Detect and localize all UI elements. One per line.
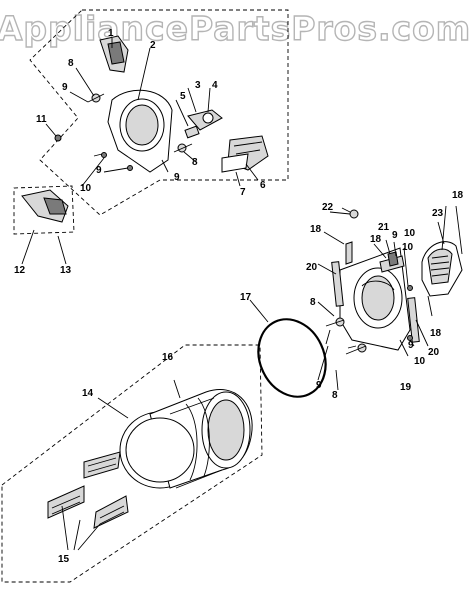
part-4-socket [202,112,214,124]
callout-3: 3 [195,80,201,91]
part-2-front-bulkhead [107,89,173,173]
part-17-belt [249,299,327,398]
callout-11: 11 [36,114,47,125]
leader-lines-front [45,38,259,187]
part-18-seal-b [345,241,353,265]
callout-18-b: 18 [370,234,382,245]
part-8-bearing-rear [335,317,345,327]
callout-9-a: 9 [62,82,68,93]
callout-18-d: 18 [430,328,442,339]
callout-labels: 1 2 3 4 5 6 7 8 9 11 8 9 9 10 12 13 22 1… [14,28,464,565]
callout-1: 1 [108,28,114,39]
part-13-hinge-plate [43,197,67,215]
callout-8-b: 8 [192,157,198,168]
callout-6: 6 [260,180,266,191]
part-10-screw-rear [407,285,413,291]
part-19-rear-bulkhead [339,247,411,351]
callout-8-c: 8 [310,297,316,308]
callout-9-e: 9 [408,340,414,351]
callout-9-d: 9 [392,230,398,241]
part-21-bracket [387,251,399,267]
callout-9-f: 9 [316,380,322,391]
callout-17: 17 [240,292,252,303]
callout-16: 16 [162,352,174,363]
callout-18-c: 18 [452,190,464,201]
callout-23: 23 [432,208,444,219]
part-5-switch [184,125,200,139]
part-11-grommet [54,134,62,142]
part-16-drum [119,379,253,489]
callout-21: 21 [378,222,390,233]
callout-8-a: 8 [68,58,74,69]
part-10-screw [101,152,107,158]
callout-9-c: 9 [96,165,102,176]
callout-5: 5 [180,91,186,102]
front-panel-group [29,9,289,216]
callout-12: 12 [14,265,26,276]
callout-20-b: 20 [428,347,440,358]
callout-15: 15 [58,554,70,565]
callout-10-a: 10 [80,183,92,194]
callout-10-c: 10 [402,242,414,253]
drum-group-boundary [1,344,263,583]
part-10-screw-b [127,165,133,171]
part-23-exhaust-duct [421,241,463,297]
part-15-baffles [47,451,129,529]
callout-10-b: 10 [404,228,416,239]
part-22-clip [349,209,359,219]
rear-panel-group [317,205,463,391]
leader-lines-drum [61,397,129,551]
callout-14: 14 [82,388,94,399]
watermark-text: AppliancePartsPros.com [0,9,469,48]
callout-4: 4 [212,80,218,91]
part-20-strip-right [407,297,420,343]
callout-22: 22 [322,202,334,213]
callout-20-a: 20 [306,262,318,273]
drum-group [1,344,263,583]
leader-lines-rear [317,205,463,391]
callout-8-d: 8 [332,390,338,401]
callout-10-d: 10 [414,356,426,367]
callout-13: 13 [60,265,72,276]
callout-7: 7 [240,187,246,198]
callout-19: 19 [400,382,412,393]
callout-2: 2 [150,40,156,51]
callout-18-a: 18 [310,224,322,235]
hinge-group-boundary [13,185,75,235]
callout-9-b: 9 [174,172,180,183]
front-group-boundary [29,9,289,216]
hinge-group [13,185,75,265]
part-7-bracket [221,153,249,173]
